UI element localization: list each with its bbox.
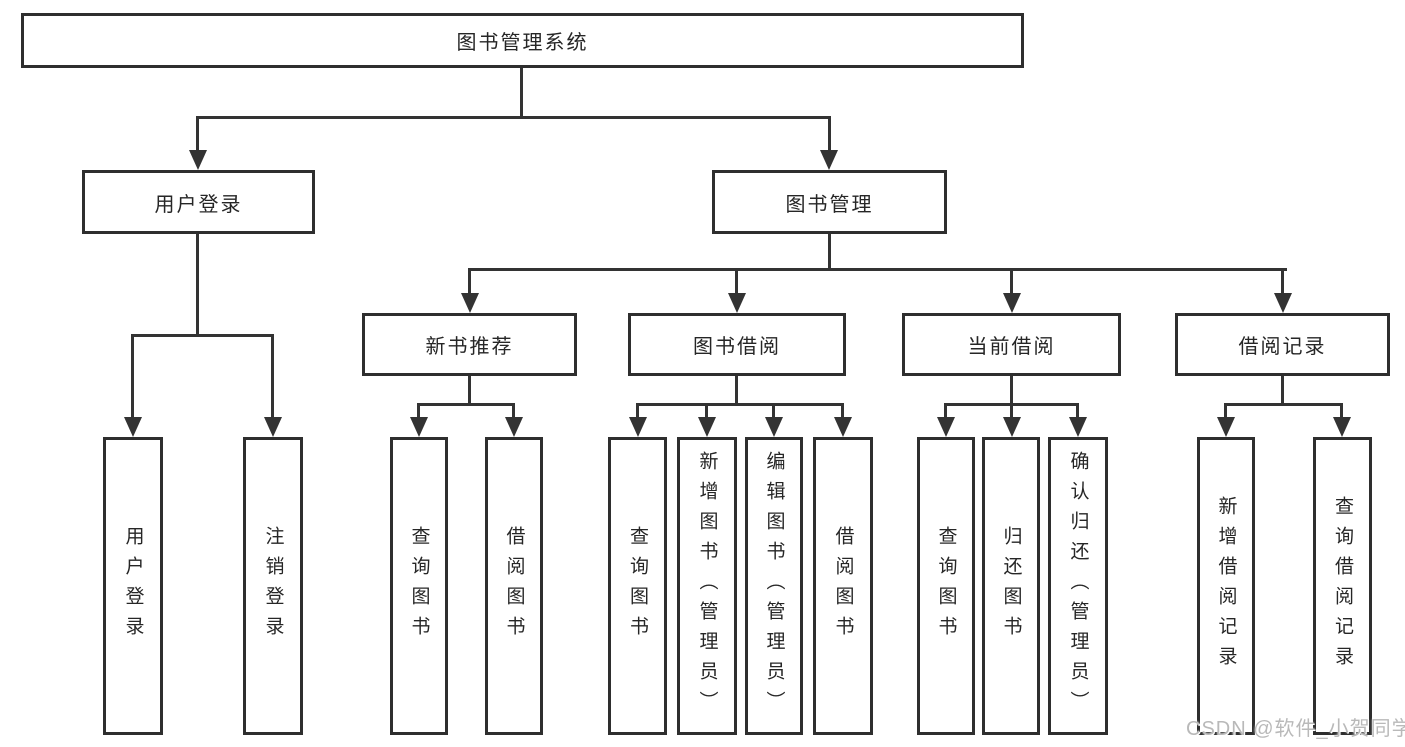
connector-line — [131, 334, 134, 420]
leaf-borrow-books: 借阅图书 — [813, 437, 873, 735]
connector-line — [636, 403, 639, 419]
connector-line — [196, 116, 199, 154]
node-label: 查询图书 — [408, 526, 430, 646]
csdn-watermark: CSDN @软件_小贺同学 — [1186, 718, 1405, 740]
node-user-login: 用户登录 — [82, 170, 315, 234]
node-label: 新书推荐 — [425, 336, 514, 358]
leaf-borrow-books-recommend: 借阅图书 — [485, 437, 543, 735]
node-current-borrow: 当前借阅 — [902, 313, 1121, 376]
connector-line — [636, 403, 844, 406]
connector-line — [944, 403, 947, 419]
connector-line — [271, 334, 274, 420]
arrowhead-icon — [698, 417, 716, 437]
connector-line — [1224, 403, 1227, 419]
arrowhead-icon — [505, 417, 523, 437]
node-borrow-records: 借阅记录 — [1175, 313, 1390, 376]
leaf-add-books-admin: 新增图书（管理员） — [677, 437, 737, 735]
connector-line — [1010, 403, 1013, 419]
connector-line — [735, 376, 738, 406]
connector-line — [197, 116, 831, 119]
node-label: 图书管理 — [785, 193, 874, 216]
node-label: 归还图书 — [1000, 526, 1022, 646]
node-label: 用户登录 — [122, 526, 144, 646]
arrowhead-icon — [1069, 417, 1087, 437]
connector-line — [132, 334, 274, 337]
leaf-query-books-borrow: 查询图书 — [608, 437, 667, 735]
leaf-return-books: 归还图书 — [982, 437, 1040, 735]
connector-line — [468, 268, 1287, 271]
leaf-edit-books-admin: 编辑图书（管理员） — [745, 437, 803, 735]
arrowhead-icon — [937, 417, 955, 437]
connector-line — [512, 403, 515, 419]
arrowhead-icon — [264, 417, 282, 437]
connector-line — [1281, 268, 1284, 295]
arrowhead-icon — [1217, 417, 1235, 437]
connector-line — [1010, 268, 1013, 295]
leaf-add-borrow-record: 新增借阅记录 — [1197, 437, 1255, 735]
connector-line — [417, 403, 420, 419]
node-book-borrow: 图书借阅 — [628, 313, 846, 376]
connector-line — [735, 268, 738, 295]
connector-line — [417, 403, 515, 406]
node-label: 查询图书 — [935, 526, 957, 646]
arrowhead-icon — [728, 293, 746, 313]
connector-line — [1340, 403, 1343, 419]
leaf-query-books-recommend: 查询图书 — [390, 437, 448, 735]
node-label: 新增图书（管理员） — [696, 451, 718, 721]
node-label: 图书借阅 — [693, 336, 781, 358]
leaf-logout: 注销登录 — [243, 437, 303, 735]
node-label: 用户登录 — [154, 193, 243, 216]
arrowhead-icon — [1003, 417, 1021, 437]
connector-line — [468, 376, 471, 406]
node-label: 借阅图书 — [503, 526, 525, 646]
connector-line — [1076, 403, 1079, 419]
node-new-book-recommend: 新书推荐 — [362, 313, 577, 376]
arrowhead-icon — [1274, 293, 1292, 313]
arrowhead-icon — [820, 150, 838, 170]
connector-line — [841, 403, 844, 419]
connector-line — [196, 234, 199, 336]
leaf-confirm-return-admin: 确认归还（管理员） — [1048, 437, 1108, 735]
connector-line — [1281, 376, 1284, 406]
leaf-user-login: 用户登录 — [103, 437, 163, 735]
node-label: 注销登录 — [262, 526, 284, 646]
arrowhead-icon — [461, 293, 479, 313]
leaf-query-books-current: 查询图书 — [917, 437, 975, 735]
connector-line — [772, 403, 775, 419]
arrowhead-icon — [834, 417, 852, 437]
arrowhead-icon — [189, 150, 207, 170]
arrowhead-icon — [765, 417, 783, 437]
node-label: 借阅图书 — [832, 526, 854, 646]
node-label: 确认归还（管理员） — [1067, 451, 1089, 721]
node-book-management: 图书管理 — [712, 170, 947, 234]
node-label: 当前借阅 — [967, 336, 1056, 358]
node-label: 查询图书 — [627, 526, 648, 646]
node-label: 编辑图书（管理员） — [763, 451, 785, 721]
arrowhead-icon — [1003, 293, 1021, 313]
connector-line — [520, 68, 523, 118]
connector-line — [1224, 403, 1343, 406]
connector-line — [828, 234, 831, 271]
leaf-query-borrow-record: 查询借阅记录 — [1313, 437, 1372, 735]
node-label: 图书管理系统 — [456, 32, 589, 54]
arrowhead-icon — [410, 417, 428, 437]
connector-line — [468, 268, 471, 295]
node-label: 查询借阅记录 — [1332, 496, 1353, 676]
connector-line — [1010, 376, 1013, 406]
arrowhead-icon — [629, 417, 647, 437]
node-label: 借阅记录 — [1238, 336, 1327, 358]
node-label: 新增借阅记录 — [1215, 496, 1237, 676]
arrowhead-icon — [124, 417, 142, 437]
node-root-system: 图书管理系统 — [21, 13, 1024, 68]
connector-line — [828, 116, 831, 154]
arrowhead-icon — [1333, 417, 1351, 437]
connector-line — [705, 403, 708, 419]
